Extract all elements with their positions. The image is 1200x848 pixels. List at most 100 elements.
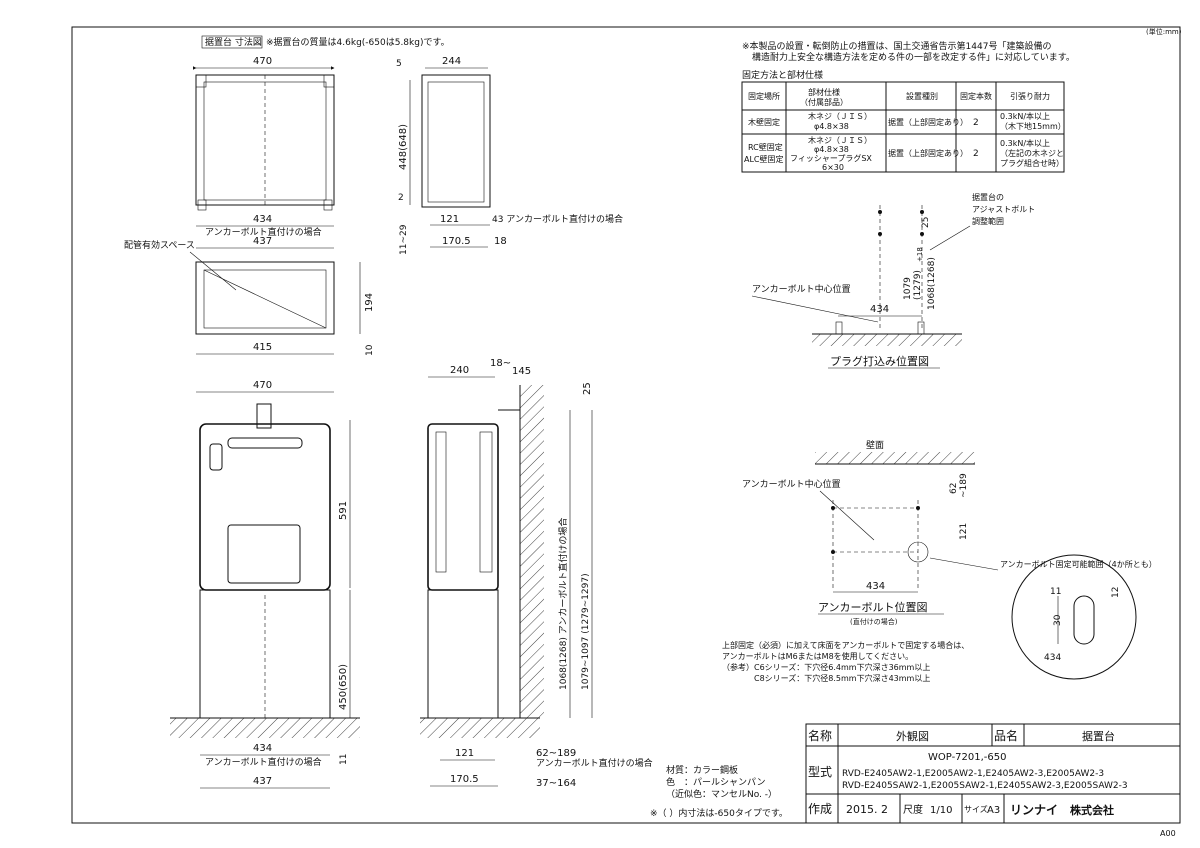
material-note: 材質：カラー鋼板 色 ：パールシャンパン （近似色：マンセルNo. -） ※（ … xyxy=(650,764,788,819)
doc-code: A00 xyxy=(1160,829,1176,838)
svg-text:調整範囲: 調整範囲 xyxy=(972,216,1004,226)
stand-plan-view: 配管有効スペース 194 10 415 xyxy=(124,239,375,356)
plug-caption: プラグ打込み位置図 xyxy=(830,354,929,368)
side-height-1068: 1068(1268) アンカーボルト直付けの場合 xyxy=(557,518,569,690)
front-width-470: 470 xyxy=(253,380,272,391)
r2-part4: 6×30 xyxy=(822,163,844,172)
r2-force2: （左記の木ネジと xyxy=(1000,148,1064,158)
front-lower-450: 450(650) xyxy=(338,664,349,710)
r1-force2: （木下地15mm） xyxy=(1000,121,1066,131)
svg-text:アジャストボルト: アジャストボルト xyxy=(972,205,1035,214)
svg-text:壁面: 壁面 xyxy=(866,439,884,451)
stand-front-width-470: 470 xyxy=(253,56,272,67)
tb-model-line1: RVD-E2405AW2-1,E2005AW2-1,E2405AW2-3,E20… xyxy=(842,769,1104,779)
svg-text:25: 25 xyxy=(921,217,931,228)
stand-side-d170: 170.5 xyxy=(442,236,471,247)
front-bolt-note: アンカーボルト直付けの場合 xyxy=(205,756,322,768)
svg-text:色 ：パールシャンパン: 色 ：パールシャンパン xyxy=(666,776,765,788)
svg-text:(1279): (1279) xyxy=(913,270,923,300)
front-foot-11: 11 xyxy=(339,754,349,765)
company-logo: リンナイ xyxy=(1010,803,1058,817)
plug-center-label: アンカーボルト中心位置 xyxy=(752,283,851,295)
plan-depth-194: 194 xyxy=(364,293,375,312)
stand-front-view: 470 434 アンカーボルト直付けの場合 437 xyxy=(193,56,335,249)
unit-note: (単位:mm) xyxy=(1146,27,1182,36)
svg-text:11: 11 xyxy=(1050,587,1061,597)
r2-count: 2 xyxy=(973,149,979,159)
svg-text:据置台の: 据置台の xyxy=(972,192,1004,202)
tb-model-line2: RVD-E2405SAW2-1,E2005SAW2-1,E2405SAW2-3,… xyxy=(842,781,1128,791)
r2-part3: フィッシャープラグSX xyxy=(790,153,872,163)
front-base-437: 437 xyxy=(253,776,272,787)
outline-side-view: 240 18~ 145 25 1068(1268) アンカーボルト直付けの場合 … xyxy=(420,358,653,789)
svg-text:62: 62 xyxy=(949,483,959,494)
right-section: ※本製品の設置・転倒防止の措置は、国土交通省告示第1447号「建築設備の 構造耐… xyxy=(722,40,1157,683)
sheet-border xyxy=(71,26,1181,824)
r1-part1: 木ネジ（ＪＩＳ） xyxy=(808,111,872,121)
stand-side-height: 448(648) xyxy=(398,124,409,170)
anchor-range-label: アンカーボルト固定可能範囲（4か所とも） xyxy=(1000,559,1157,569)
stand-side-small-2: 2 xyxy=(398,193,404,203)
stand-side-gap-5: 5 xyxy=(396,59,402,69)
tb-model-label: 型式 xyxy=(808,765,832,779)
svg-text:C8シリーズ：下穴径8.5mm下穴深さ43mm以上: C8シリーズ：下穴径8.5mm下穴深さ43mm以上 xyxy=(722,673,930,683)
side-gap-18: 18~ xyxy=(490,358,511,369)
r2-force3: プラグ組合せ時） xyxy=(1000,158,1064,168)
stand-weight-note: ※据置台の質量は4.6kg(-650は5.8kg)です。 xyxy=(266,36,450,48)
fixing-table-title: 固定方法と部材仕様 xyxy=(742,69,823,81)
th-count: 固定本数 xyxy=(960,91,992,101)
r1-force1: 0.3kN/本以上 xyxy=(1000,111,1050,121)
side-d121: 121 xyxy=(455,748,474,759)
svg-text:※（ ）内寸法は-650タイプです。: ※（ ）内寸法は-650タイプです。 xyxy=(650,807,788,819)
plan-bottom-10: 10 xyxy=(365,344,375,356)
tb-company: 株式会社 xyxy=(1070,803,1114,817)
front-upper-591: 591 xyxy=(338,501,349,520)
stand-side-view: 244 5 448(648) 2 11~29 121 43 アンカーボルト直付け… xyxy=(396,56,623,255)
tb-product-value: 据置台 xyxy=(1082,729,1115,743)
anchor-center-label: アンカーボルト中心位置 xyxy=(742,478,841,490)
outline-section: 470 591 450(650) 11 434 アンカーボルト直付けの場合 43… xyxy=(170,358,788,819)
th-place: 固定場所 xyxy=(748,91,780,101)
svg-text:434: 434 xyxy=(1044,653,1061,663)
stand-title: 据置台 寸法図 xyxy=(205,36,262,48)
tb-product-label: 品名 xyxy=(994,728,1018,743)
tb-made-label: 作成 xyxy=(808,802,832,816)
side-bolt-note: アンカーボルト直付けの場合 xyxy=(536,757,653,769)
stand-side-d121: 121 xyxy=(440,214,459,225)
th-parts: 部材仕様 xyxy=(808,87,840,97)
th-force: 引張り耐力 xyxy=(1010,91,1050,101)
tb-name-label: 名称 xyxy=(808,728,832,743)
floor-anchor-note: 上部固定（必須）に加えて床面をアンカーボルトで固定する場合は、 アンカーボルトは… xyxy=(722,640,969,683)
side-height-1079: 1079~1097 (1279~1297) xyxy=(581,573,591,690)
tb-date: 2015. 2 xyxy=(846,803,888,816)
svg-text:（参考）C6シリーズ：下穴径6.4mm下穴深さ36mm以上: （参考）C6シリーズ：下穴径6.4mm下穴深さ36mm以上 xyxy=(722,662,930,672)
stand-side-d43: 43 アンカーボルト直付けの場合 xyxy=(492,213,623,225)
notice-line2: 構造耐力上安全な構造方法を定める件の一部を改定する件」に対応しています。 xyxy=(752,51,1075,63)
plug-position-drawing: 据置台の アジャストボルト 調整範囲 25 1079 (1279) +18 10… xyxy=(751,192,1035,369)
r2-force1: 0.3kN/本以上 xyxy=(1000,138,1050,148)
stand-front-base-437: 437 xyxy=(253,236,272,247)
tb-name-value: 外観図 xyxy=(896,729,929,743)
tb-size: A3 xyxy=(987,805,1000,816)
r1-place: 木壁固定 xyxy=(748,117,780,127)
r2-type: 据置（上部固定あり） xyxy=(888,148,968,158)
th-parts-sub: （付属部品） xyxy=(800,97,848,107)
tb-model-code: WOP-7201,-650 xyxy=(928,752,1007,763)
r2-part2: φ4.8×38 xyxy=(814,145,849,154)
svg-text:1079: 1079 xyxy=(903,277,913,300)
side-d170: 170.5 xyxy=(450,774,479,785)
r2-place2: ALC壁固定 xyxy=(744,154,784,164)
plan-width-415: 415 xyxy=(253,342,272,353)
tb-scale-label: 尺度 xyxy=(903,803,923,816)
svg-text:121: 121 xyxy=(959,523,969,540)
anchor-detail-circle xyxy=(1011,554,1137,680)
r1-type: 据置（上部固定あり） xyxy=(888,117,968,127)
r1-count: 2 xyxy=(973,118,979,128)
anchor-position-drawing: 壁面 アンカーボルト中心位置 62 ~189 121 434 アンカーボルト位置… xyxy=(742,439,1157,680)
svg-text:1068(1268): 1068(1268) xyxy=(927,257,937,310)
svg-text:材質：カラー鋼板: 材質：カラー鋼板 xyxy=(666,764,738,776)
svg-text:434: 434 xyxy=(870,304,889,315)
svg-text:(直付けの場合): (直付けの場合) xyxy=(850,617,898,626)
fixing-table: 固定場所 部材仕様 （付属部品） 設置種別 固定本数 引張り耐力 木壁固定 木ネ… xyxy=(741,81,1066,173)
